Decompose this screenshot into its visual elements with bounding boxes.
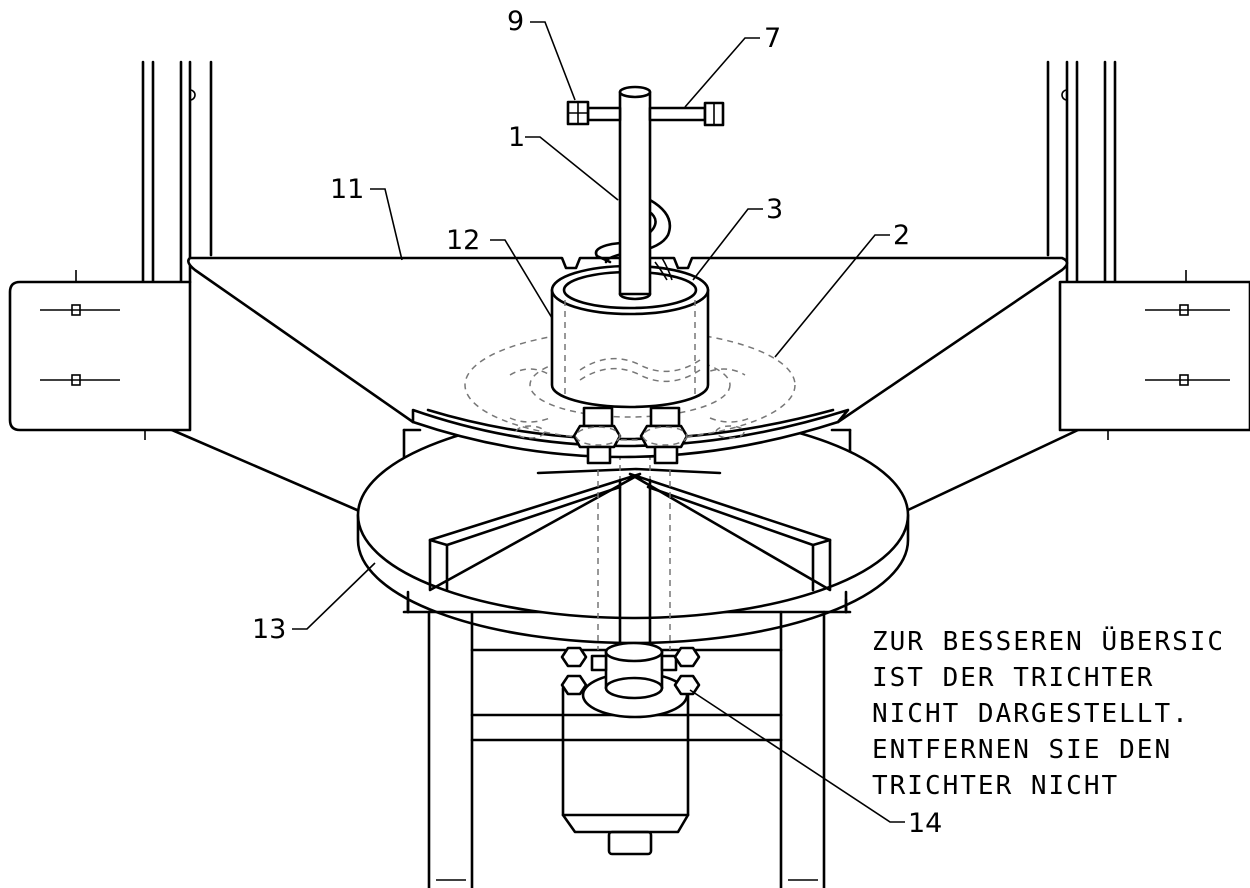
callout-3: 3: [766, 194, 783, 225]
motor-mount-nuts: [560, 646, 701, 696]
shaft-coupling: [581, 641, 689, 719]
callout-leaders: [292, 21, 905, 823]
callout-1: 1: [508, 122, 525, 153]
callout-14: 14: [908, 808, 942, 839]
note-line-1: ZUR BESSEREN ÜBERSIC: [872, 625, 1225, 657]
assembly-note: ZUR BESSEREN ÜBERSIC IST DER TRICHTER NI…: [872, 625, 1225, 801]
callout-11: 11: [330, 174, 364, 205]
note-line-3: NICHT DARGESTELLT.: [872, 699, 1190, 729]
right-frame-upright: [1046, 60, 1117, 284]
note-line-2: IST DER TRICHTER: [872, 663, 1154, 693]
agitator-shaft: [618, 85, 652, 301]
t-handle: [586, 101, 725, 127]
callout-13: 13: [252, 614, 286, 645]
left-mounting-plate: [8, 270, 192, 440]
right-mounting-plate: [1058, 270, 1250, 440]
note-line-4: ENTFERNEN SIE DEN: [872, 735, 1172, 765]
left-frame-upright: [141, 60, 213, 284]
spinner-vanes: [428, 467, 832, 592]
callout-9: 9: [507, 6, 524, 37]
note-line-5: TRICHTER NICHT: [872, 771, 1119, 801]
lock-nut: [566, 100, 590, 126]
callout-7: 7: [764, 23, 781, 54]
tray-bolts: [515, 406, 745, 465]
callout-12: 12: [446, 225, 480, 256]
callout-2: 2: [893, 220, 910, 251]
